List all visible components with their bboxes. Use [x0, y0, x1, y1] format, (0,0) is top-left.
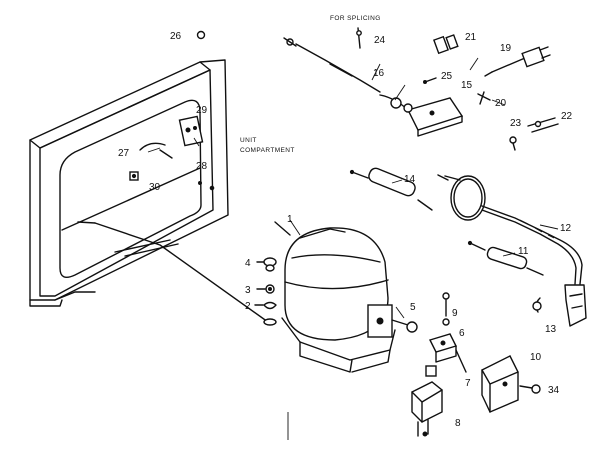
cabinet-panel: [29, 59, 269, 323]
unit-compartment-label-line2: COMPARTMENT: [240, 147, 295, 154]
relay-assembly: [429, 292, 467, 373]
label-22: 22: [561, 111, 573, 122]
leader-lines: [147, 57, 559, 440]
label-29: 29: [196, 105, 208, 116]
part-23: [509, 136, 517, 151]
part-number-labels: 1 2 3 4 5 6 7 8 9 10 11 12 13 14 15 16 1…: [118, 31, 573, 429]
label-13: 13: [545, 324, 557, 335]
terminal-box-8: [411, 365, 443, 437]
cover-10: [481, 355, 541, 413]
part-22: [527, 117, 559, 133]
label-28: 28: [196, 161, 208, 172]
label-7: 7: [465, 378, 471, 389]
compressor: [274, 221, 418, 373]
label-30: 30: [149, 182, 161, 193]
label-21: 21: [465, 32, 477, 43]
wire-16: [283, 37, 381, 93]
clip-2: [254, 301, 277, 310]
label-23: 23: [510, 118, 522, 129]
label-14: 14: [404, 174, 416, 185]
label-27: 27: [118, 148, 130, 159]
washer-1b: [263, 318, 277, 326]
drier-14: [349, 167, 433, 211]
label-4: 4: [245, 258, 251, 269]
splice-24: [356, 27, 362, 49]
label-9: 9: [452, 308, 458, 319]
part-26: [196, 30, 206, 40]
label-12: 12: [560, 223, 572, 234]
label-34: 34: [548, 385, 560, 396]
tube-11: [467, 240, 544, 276]
fasteners-group: [254, 257, 277, 326]
sleeve-3: [256, 284, 275, 294]
part-21: [433, 34, 459, 55]
label-24: 24: [374, 35, 386, 46]
label-20: 20: [495, 98, 507, 109]
label-11: 11: [518, 246, 529, 257]
label-10: 10: [530, 352, 542, 363]
unit-compartment-label-line1: UNIT: [240, 137, 257, 144]
label-5: 5: [410, 302, 416, 313]
overload-15: [379, 94, 464, 137]
power-cord-19: [484, 46, 551, 77]
label-3: 3: [245, 285, 251, 296]
grommet-4: [256, 257, 277, 272]
annotations: FOR SPLICING UNIT COMPARTMENT: [240, 15, 381, 154]
bracket-13: [532, 284, 587, 327]
label-19: 19: [500, 43, 512, 54]
label-26: 26: [170, 31, 182, 42]
label-16: 16: [373, 68, 385, 79]
label-2: 2: [245, 301, 251, 312]
label-6: 6: [459, 328, 465, 339]
label-1: 1: [287, 214, 293, 225]
cap-tube-12: [437, 174, 583, 285]
part-25: [423, 77, 437, 84]
label-15: 15: [461, 80, 473, 91]
splicing-note: FOR SPLICING: [330, 15, 381, 22]
part-20: [477, 91, 491, 105]
label-8: 8: [455, 418, 461, 429]
label-25: 25: [441, 71, 453, 82]
